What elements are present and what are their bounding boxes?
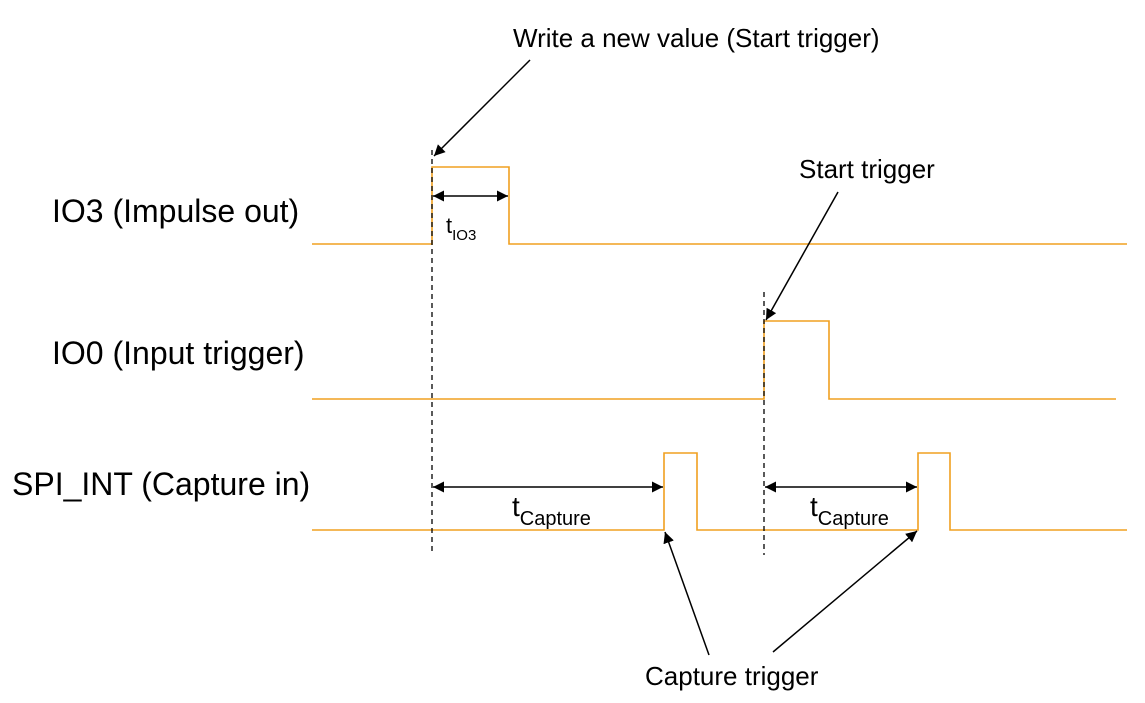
- signal-label-spi-int: SPI_INT (Capture in): [12, 466, 310, 502]
- timing-label-t-io3-main: t: [446, 213, 452, 238]
- timing-label-t-io3: tIO3: [446, 213, 476, 244]
- signal-label-io0: IO0 (Input trigger): [52, 335, 305, 371]
- waveform-io3: [312, 166, 1127, 245]
- waveform-io0: [312, 320, 1116, 400]
- pointer-arrow-start-trigger: [765, 191, 839, 321]
- timing-label-t-capture-1: tCapture: [512, 491, 591, 530]
- annotation-capture-trigger: Capture trigger: [645, 661, 819, 691]
- pointer-arrow-capture-2: [772, 530, 918, 653]
- timing-label-t-capture-2-sub: Capture: [818, 508, 889, 530]
- timing-label-t-capture-1-sub: Capture: [520, 508, 591, 530]
- pointer-arrow-write: [433, 59, 531, 157]
- timing-label-t-capture-2-main: t: [810, 491, 818, 522]
- annotation-start-trigger: Start trigger: [799, 154, 935, 184]
- timing-label-t-capture-2: tCapture: [810, 491, 889, 530]
- annotation-write-new-value: Write a new value (Start trigger): [513, 23, 880, 53]
- timing-label-t-io3-sub: IO3: [452, 227, 476, 244]
- timing-label-t-capture-1-main: t: [512, 491, 520, 522]
- pointer-arrow-capture-1: [663, 531, 710, 656]
- signal-label-io3: IO3 (Impulse out): [52, 193, 299, 229]
- waveform-spi-int: [312, 452, 1127, 531]
